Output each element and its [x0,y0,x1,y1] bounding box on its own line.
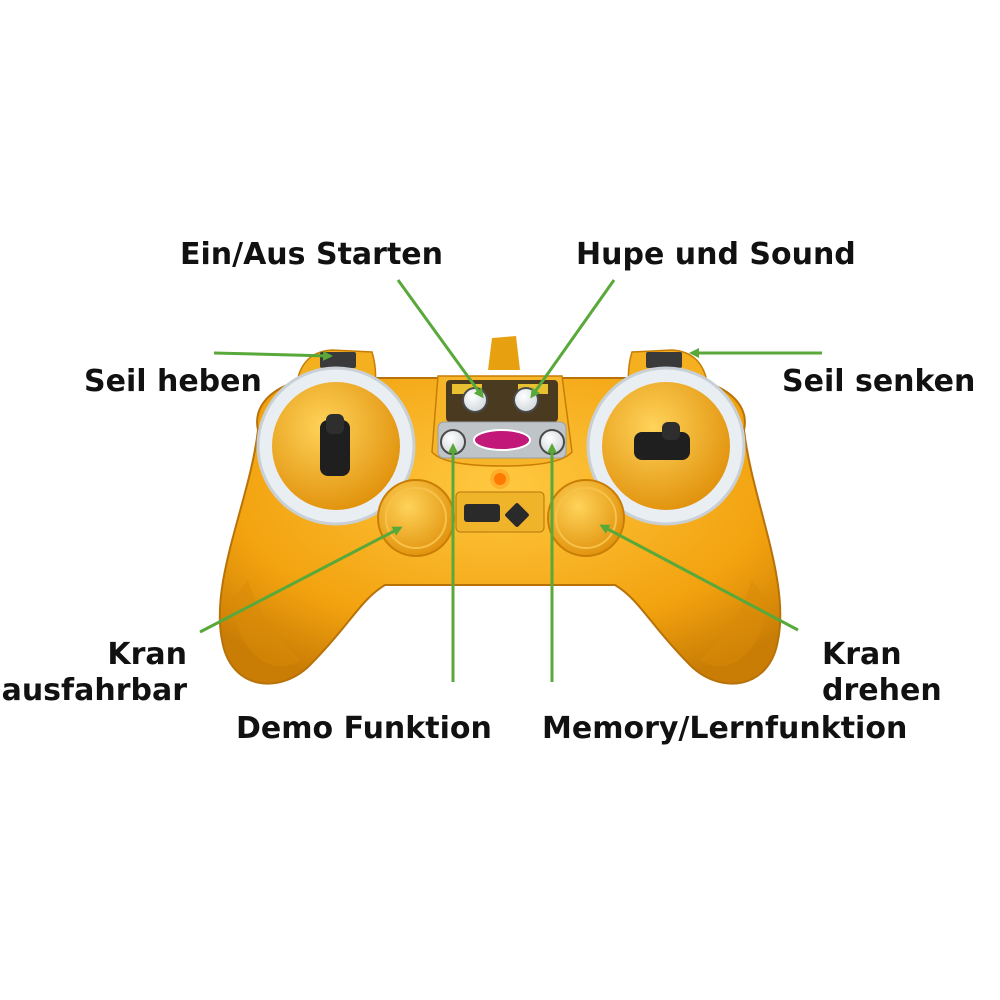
crane-icon-right [646,352,682,368]
rotate-icon [505,503,529,527]
label-memory: Memory/Lernfunktion [542,711,907,746]
label-demo: Demo Funktion [236,711,492,746]
crane-truck-icon [464,504,500,522]
arrow-rope-up [213,350,333,361]
callout-labels: Ein/Aus Starten Hupe und Sound Seil hebe… [2,237,976,746]
label-power-start: Ein/Aus Starten [180,237,443,272]
status-led [494,473,506,485]
label-rope-down: Seil senken [782,364,975,399]
power-start-button [462,387,488,413]
status-led-glow [490,469,510,489]
label-rope-up: Seil heben [84,364,262,399]
label-crane-extend-line1: Kran [107,637,187,672]
right-grip-shade [700,580,768,667]
antenna [488,336,520,370]
arrow-crane-rotate [599,524,799,632]
sticker-stripe-1 [452,384,482,394]
label-crane-extend-line2: ausfahrbar [2,673,188,708]
left-grip-shade [232,580,300,667]
arrow-crane-extend [199,526,403,634]
label-crane-rotate-line2: drehen [822,673,942,708]
left-crane-knob [377,479,455,557]
arrow-horn-sound [530,279,616,399]
left-crane-knob-rim [385,487,447,549]
label-crane-rotate-line1: Kran [822,637,902,672]
left-joystick-cap [326,414,344,434]
brand-logo [473,429,531,451]
label-horn-sound: Hupe und Sound [576,237,856,272]
right-crane-knob [547,479,625,557]
remote-controller [218,336,782,685]
arrow-power-start [396,279,484,399]
callout-arrows [199,279,822,682]
right-joystick [634,432,690,460]
right-crane-knob-rim [555,487,617,549]
left-joystick [320,420,350,476]
right-joystick-cap [662,422,680,440]
